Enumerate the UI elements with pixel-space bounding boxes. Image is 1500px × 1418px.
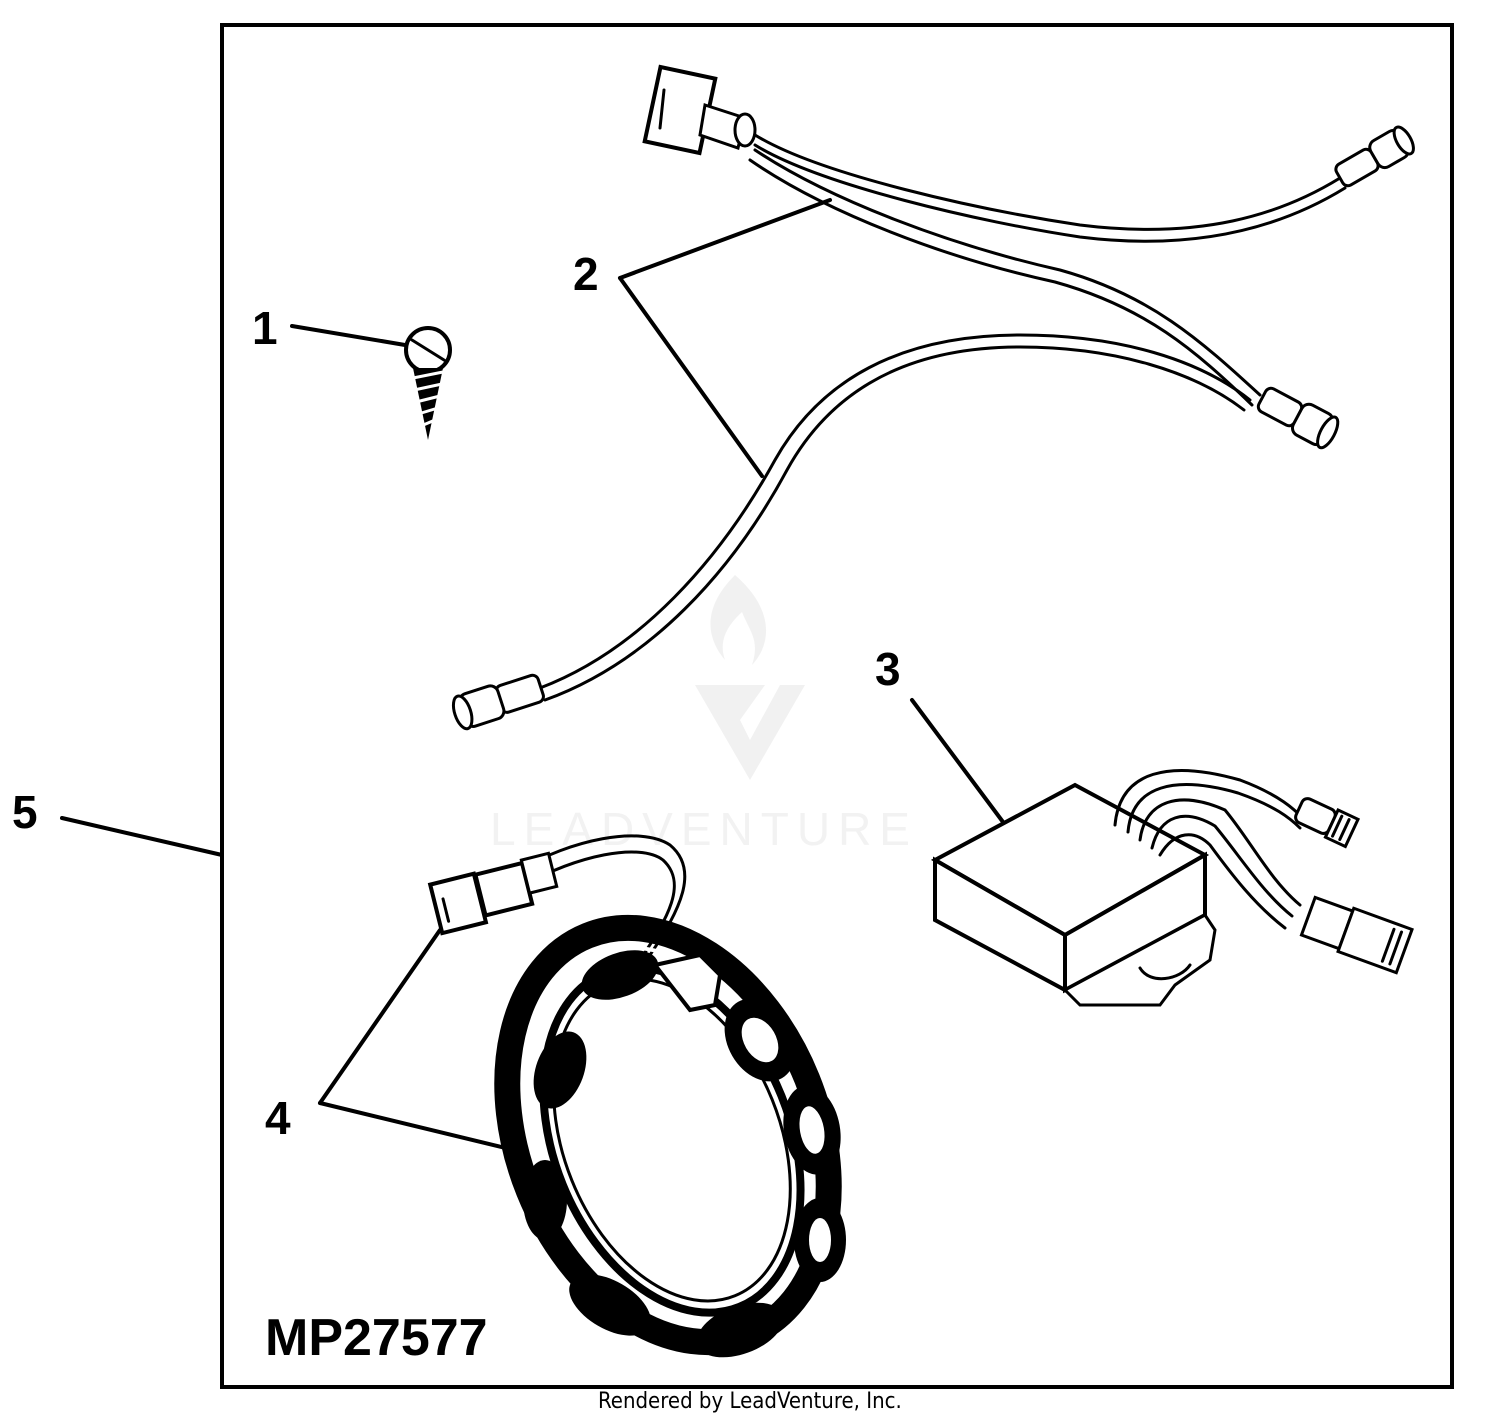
callout-3: 3 <box>875 643 901 695</box>
callout-5: 5 <box>12 786 38 838</box>
wiring-harness-icon <box>451 64 1415 731</box>
watermark-text: LEADVENTURE <box>490 803 918 855</box>
stator-icon <box>427 834 846 1358</box>
callout-1: 1 <box>252 302 278 354</box>
leader-lines <box>60 198 1005 1154</box>
callout-2: 2 <box>573 248 599 300</box>
watermark-logo: LEADVENTURE <box>490 575 918 855</box>
regulator-icon <box>930 769 1414 1007</box>
diagram-frame <box>220 23 1454 1389</box>
footer-credit: Rendered by LeadVenture, Inc. <box>598 1389 902 1414</box>
screw-icon <box>404 326 452 440</box>
callout-4: 4 <box>265 1092 291 1144</box>
figure-id: MP27577 <box>265 1309 488 1367</box>
